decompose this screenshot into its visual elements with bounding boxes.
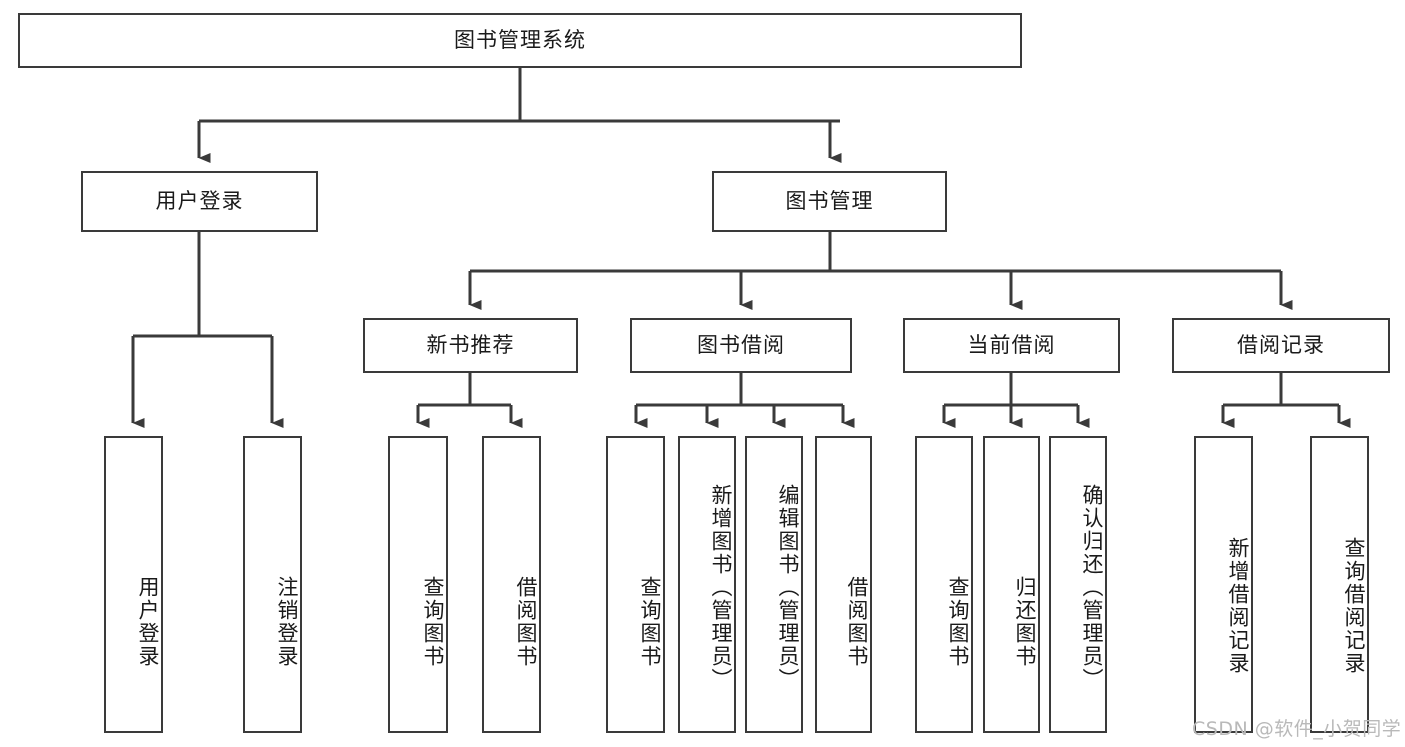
node-label: 查询图书 xyxy=(946,575,970,668)
node-label: 新增借阅记录 xyxy=(1226,536,1250,675)
leaf-borrow-edit-book-admin[interactable]: 编辑图书（管理员） xyxy=(745,436,803,733)
node-label: 当前借阅 xyxy=(967,332,1056,357)
node-label: 查询图书 xyxy=(638,575,662,668)
node-current-borrow[interactable]: 当前借阅 xyxy=(903,318,1120,373)
leaf-recommend-query-book[interactable]: 查询图书 xyxy=(388,436,448,733)
node-label: 借阅图书 xyxy=(845,575,869,668)
node-label: 图书管理系统 xyxy=(454,27,586,52)
node-label: 借阅记录 xyxy=(1237,332,1325,357)
node-new-book-recommend[interactable]: 新书推荐 xyxy=(363,318,578,373)
node-label: 图书借阅 xyxy=(697,332,785,357)
node-label: 用户登录 xyxy=(136,575,160,668)
leaf-current-return-book[interactable]: 归还图书 xyxy=(983,436,1040,733)
node-label: 新书推荐 xyxy=(426,332,515,357)
leaf-borrow-add-book-admin[interactable]: 新增图书（管理员） xyxy=(678,436,736,733)
node-label: 编辑图书（管理员） xyxy=(776,484,800,691)
node-label: 用户登录 xyxy=(155,188,244,213)
leaf-current-query-book[interactable]: 查询图书 xyxy=(915,436,973,733)
leaf-record-query-record[interactable]: 查询借阅记录 xyxy=(1310,436,1369,733)
node-label: 归还图书 xyxy=(1013,575,1037,668)
leaf-record-add-record[interactable]: 新增借阅记录 xyxy=(1194,436,1253,733)
leaf-user-login-signin[interactable]: 用户登录 xyxy=(104,436,163,733)
node-user-login[interactable]: 用户登录 xyxy=(81,171,318,232)
leaf-borrow-borrow-book[interactable]: 借阅图书 xyxy=(815,436,872,733)
node-label: 确认归还（管理员） xyxy=(1080,484,1104,691)
leaf-current-confirm-return-admin[interactable]: 确认归还（管理员） xyxy=(1049,436,1107,733)
node-label: 查询图书 xyxy=(421,575,445,668)
node-label: 查询借阅记录 xyxy=(1342,536,1366,675)
node-label: 注销登录 xyxy=(275,575,299,668)
node-root-system[interactable]: 图书管理系统 xyxy=(18,13,1022,68)
leaf-recommend-borrow-book[interactable]: 借阅图书 xyxy=(482,436,541,733)
node-label: 借阅图书 xyxy=(514,575,538,668)
node-book-borrow[interactable]: 图书借阅 xyxy=(630,318,852,373)
leaf-user-login-signout[interactable]: 注销登录 xyxy=(243,436,302,733)
watermark-credit: CSDN @软件_小贺同学 xyxy=(1192,718,1402,740)
node-label: 新增图书（管理员） xyxy=(709,484,733,691)
node-book-management[interactable]: 图书管理 xyxy=(712,171,947,232)
node-label: 图书管理 xyxy=(785,188,874,213)
node-borrow-record[interactable]: 借阅记录 xyxy=(1172,318,1390,373)
leaf-borrow-query-book[interactable]: 查询图书 xyxy=(606,436,665,733)
